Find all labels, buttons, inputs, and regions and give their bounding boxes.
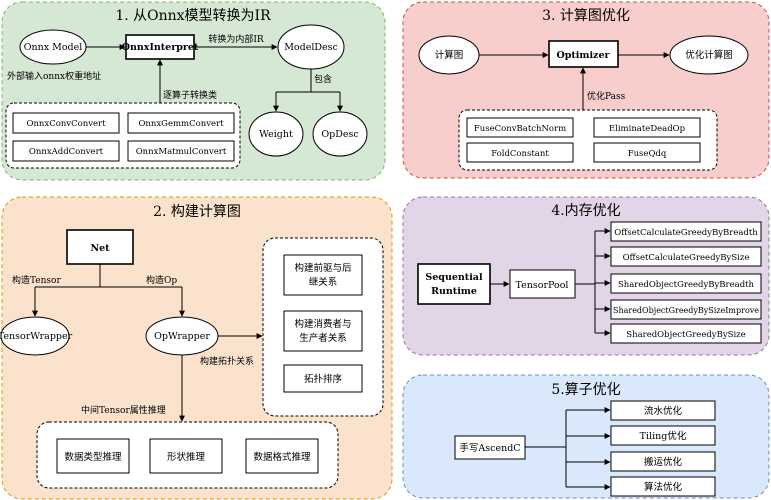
onnx-model-label: Onnx Model [24,42,83,53]
relation-item[interactable] [283,254,363,296]
convert-item-label: OnnxGemmConvert [138,119,224,129]
panel-5-title: 5.算子优化 [551,382,620,398]
pass-item[interactable] [593,142,701,163]
strategy-item-label: SharedObjectGreedyBySizeImprove [613,306,759,316]
onnx-interpret-label: OnnxInterpret [122,42,199,53]
tensor-wrapper-label: TensorWrapper [0,331,73,342]
panel-2-build-graph: 2. 构建计算图 Net 构造Tensor 构造Op TensorWrapper… [0,196,393,500]
op-desc-label: OpDesc [321,129,358,140]
optimized-graph-label: 优化计算图 [685,49,733,61]
strategy-item-label: SharedObjectGreedyByBreadth [618,280,755,290]
edge-handwrite-trunk [525,410,567,487]
panel-5-operator-optimization: 5.算子优化 手写AscendC 流水优化 Tiling优化 搬运优化 算法优化 [402,374,770,499]
pass-item[interactable] [466,142,574,163]
edge-build-topo-label: 构建拓扑关系 [200,355,254,367]
infer-item-label: 形状推理 [167,451,206,463]
panel-2-title: 2. 构建计算图 [153,204,241,220]
strategy-item-label: OffsetCalculateGreedyBySize [623,253,750,263]
sequential-runtime-node[interactable] [417,263,491,305]
convert-item[interactable] [127,112,235,134]
panel-4-memory-optimization: 4.内存优化 Sequential Runtime TensorPool Off… [402,196,770,356]
relation-item-label-cont: 继关系 [309,276,338,288]
strategy-item-label: SharedObjectGreedyBySize [626,330,745,340]
edge-ext-input-label: 外部输入onnx权重地址 [7,70,101,82]
relation-item-label: 构建消费者与 [294,318,351,330]
panel-4-title: 4.内存优化 [551,203,620,219]
relation-item-label-cont: 生产者关系 [299,332,347,344]
relation-item-label: 拓扑排序 [304,373,343,385]
optimizer-label: Optimizer [556,50,610,61]
tensor-pool-label: TensorPool [516,280,569,291]
onnx-interpret-node[interactable] [125,34,195,60]
infer-item-label: 数据类型推理 [64,451,122,463]
pass-item[interactable] [593,117,701,138]
convert-item-label: OnnxConvConvert [26,119,106,129]
panel-3-title: 3. 计算图优化 [542,8,630,24]
strategy-item[interactable] [610,323,762,344]
infer-item-label: 数据格式推理 [253,451,311,463]
edge-to-ir-label: 转换为内部IR [208,33,264,45]
panel-1-title: 1. 从Onnx模型转换为IR [115,7,271,24]
convert-item-label: OnnxMatmulConvert [136,147,227,157]
strategy-item[interactable] [610,221,762,242]
relation-item[interactable] [283,364,363,393]
convert-item[interactable] [12,140,120,162]
op-opt-item[interactable] [610,451,716,472]
op-opt-item-label: 搬运优化 [644,456,683,468]
sequential-runtime-label: Sequential [425,272,483,283]
tensor-wrapper-node[interactable] [0,316,70,356]
panel-1-onnx-to-ir: 1. 从Onnx模型转换为IR Onnx Model OnnxInterpret… [1,1,386,181]
edge-modeldesc-contains [275,69,341,111]
convert-item-label: OnnxAddConvert [29,147,104,157]
relation-item[interactable] [283,310,363,352]
pass-item-label: EliminateDeadOp [609,124,686,134]
handwrite-ascendc-label: 手写AscendC [459,442,520,454]
tensor-pool-node[interactable] [509,269,576,299]
op-opt-item-label: Tiling优化 [640,430,687,442]
weight-label: Weight [259,129,293,140]
graph-label: 计算图 [435,49,464,61]
op-opt-item-label: 流水优化 [644,405,683,417]
op-opt-item[interactable] [610,476,716,497]
edge-opt-pass-label: 优化Pass [587,90,626,102]
convert-item[interactable] [127,140,235,162]
op-wrapper-label: OpWrapper [154,331,210,342]
edge-mid-tensor-label: 中间Tensor属性推理 [81,404,166,416]
model-desc-label: ModelDesc [284,42,338,53]
infer-item[interactable] [245,438,319,474]
optimized-graph-node[interactable] [669,35,749,75]
op-desc-node[interactable] [312,111,368,157]
pass-item-label: FuseConvBatchNorm [474,124,566,134]
infer-item[interactable] [149,438,223,474]
net-label: Net [90,243,110,254]
optimizer-node[interactable] [548,40,619,68]
convert-item[interactable] [12,112,120,134]
edge-pool-trunk [575,231,596,333]
edge-contains-label: 包含 [314,73,332,85]
op-opt-item[interactable] [610,400,716,421]
strategy-item[interactable] [610,246,762,267]
edge-build-tensor-label: 构造Tensor [12,274,61,286]
panel-3-graph-optimization: 3. 计算图优化 计算图 Optimizer 优化计算图 优化Pass Fuse… [402,1,770,179]
edge-net-split [35,264,182,288]
sequential-runtime-label-cont: Runtime [431,286,477,297]
weight-node[interactable] [248,111,304,157]
pass-item-label: FuseQdq [628,149,667,159]
strategy-item-label: OffsetCalculateGreedyByBreadth [614,228,758,238]
edge-per-op-label: 逐算子转换类 [163,89,217,101]
strategy-item[interactable] [610,273,762,294]
pass-item-label: FoldConstant [491,149,549,159]
strategy-item[interactable] [610,299,762,320]
infer-item[interactable] [56,438,130,474]
op-opt-item[interactable] [610,425,716,446]
edge-build-op-label: 构造Op [146,274,177,286]
relation-item-label: 构建前驱与后 [294,262,352,274]
pass-item[interactable] [466,117,574,138]
op-opt-item-label: 算法优化 [644,481,683,493]
